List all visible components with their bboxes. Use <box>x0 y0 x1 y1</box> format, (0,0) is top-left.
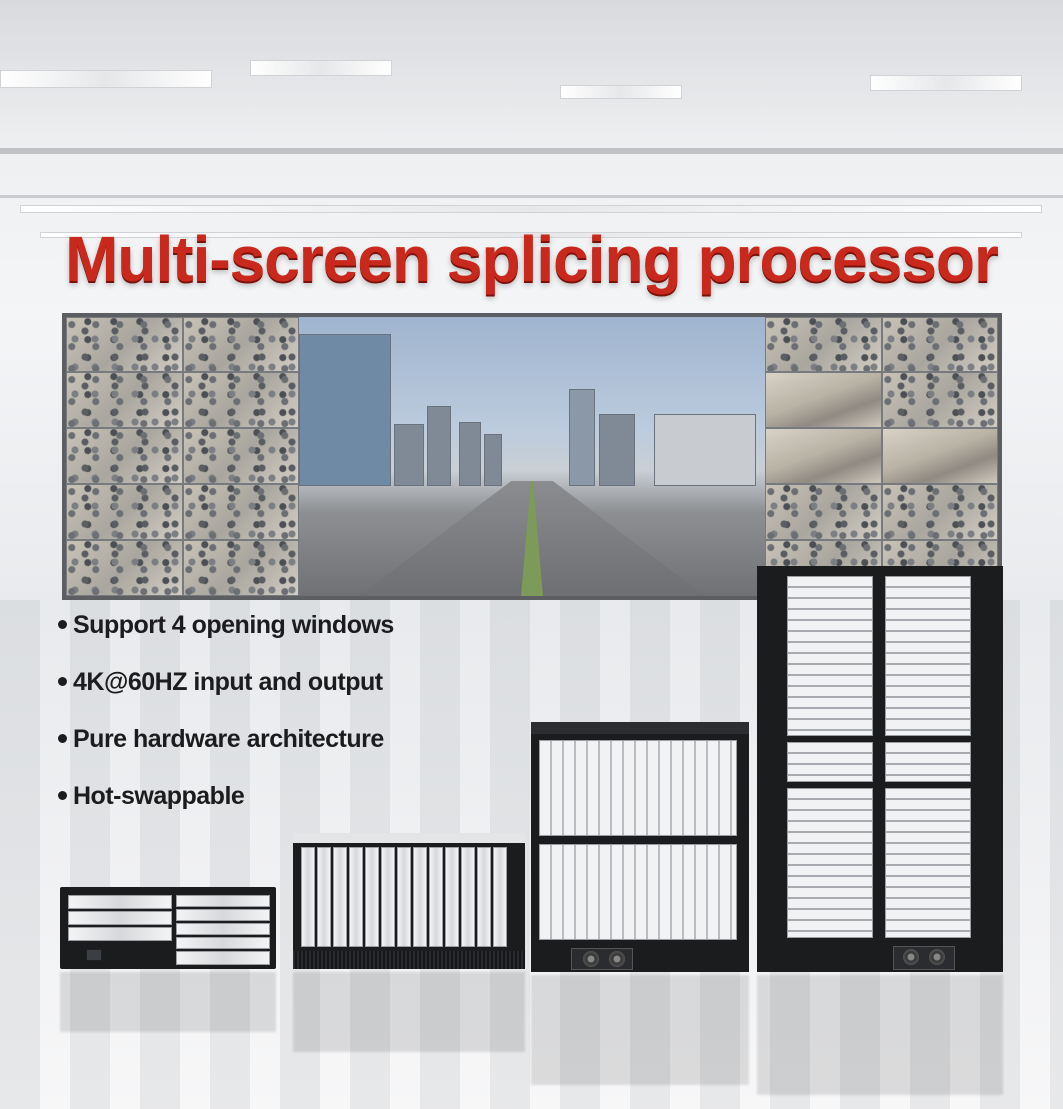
bullet-icon <box>58 733 67 743</box>
wall-tile <box>183 484 299 540</box>
wall-tile <box>882 317 998 372</box>
wall-tile <box>765 317 882 372</box>
ceiling-background <box>0 0 1063 300</box>
bullet-icon <box>58 790 67 800</box>
feature-item: 4K@60HZ input and output <box>58 668 383 697</box>
bullet-icon <box>58 676 67 686</box>
feature-item: Support 4 opening windows <box>58 611 394 640</box>
feature-text: 4K@60HZ input and output <box>73 668 383 696</box>
processor-chassis-small <box>60 887 276 969</box>
feature-text: Pure hardware architecture <box>73 725 384 753</box>
wall-tile <box>765 484 882 540</box>
processor-chassis-tall <box>757 566 1003 972</box>
wall-tile <box>183 540 299 596</box>
wall-tile <box>882 428 998 484</box>
page-title: Multi-screen splicing processor <box>65 223 999 295</box>
video-wall <box>62 313 1002 600</box>
wall-tile <box>765 372 882 428</box>
wall-tile <box>66 372 183 428</box>
wall-tile <box>183 372 299 428</box>
wall-tile <box>66 428 183 484</box>
wall-tile <box>66 540 183 596</box>
wall-tile <box>882 484 998 540</box>
feature-item: Pure hardware architecture <box>58 725 384 754</box>
wall-tile <box>882 372 998 428</box>
feature-text: Support 4 opening windows <box>73 611 394 639</box>
wall-tile <box>183 428 299 484</box>
city-street-scene <box>299 317 765 596</box>
wall-tile <box>66 317 183 372</box>
feature-text: Hot-swappable <box>73 782 245 810</box>
wall-tile <box>765 428 882 484</box>
processor-chassis-large <box>531 722 749 972</box>
wall-tile <box>183 317 299 372</box>
wall-tile <box>66 484 183 540</box>
feature-item: Hot-swappable <box>58 782 245 811</box>
bullet-icon <box>58 619 67 629</box>
processor-chassis-medium <box>293 833 525 969</box>
